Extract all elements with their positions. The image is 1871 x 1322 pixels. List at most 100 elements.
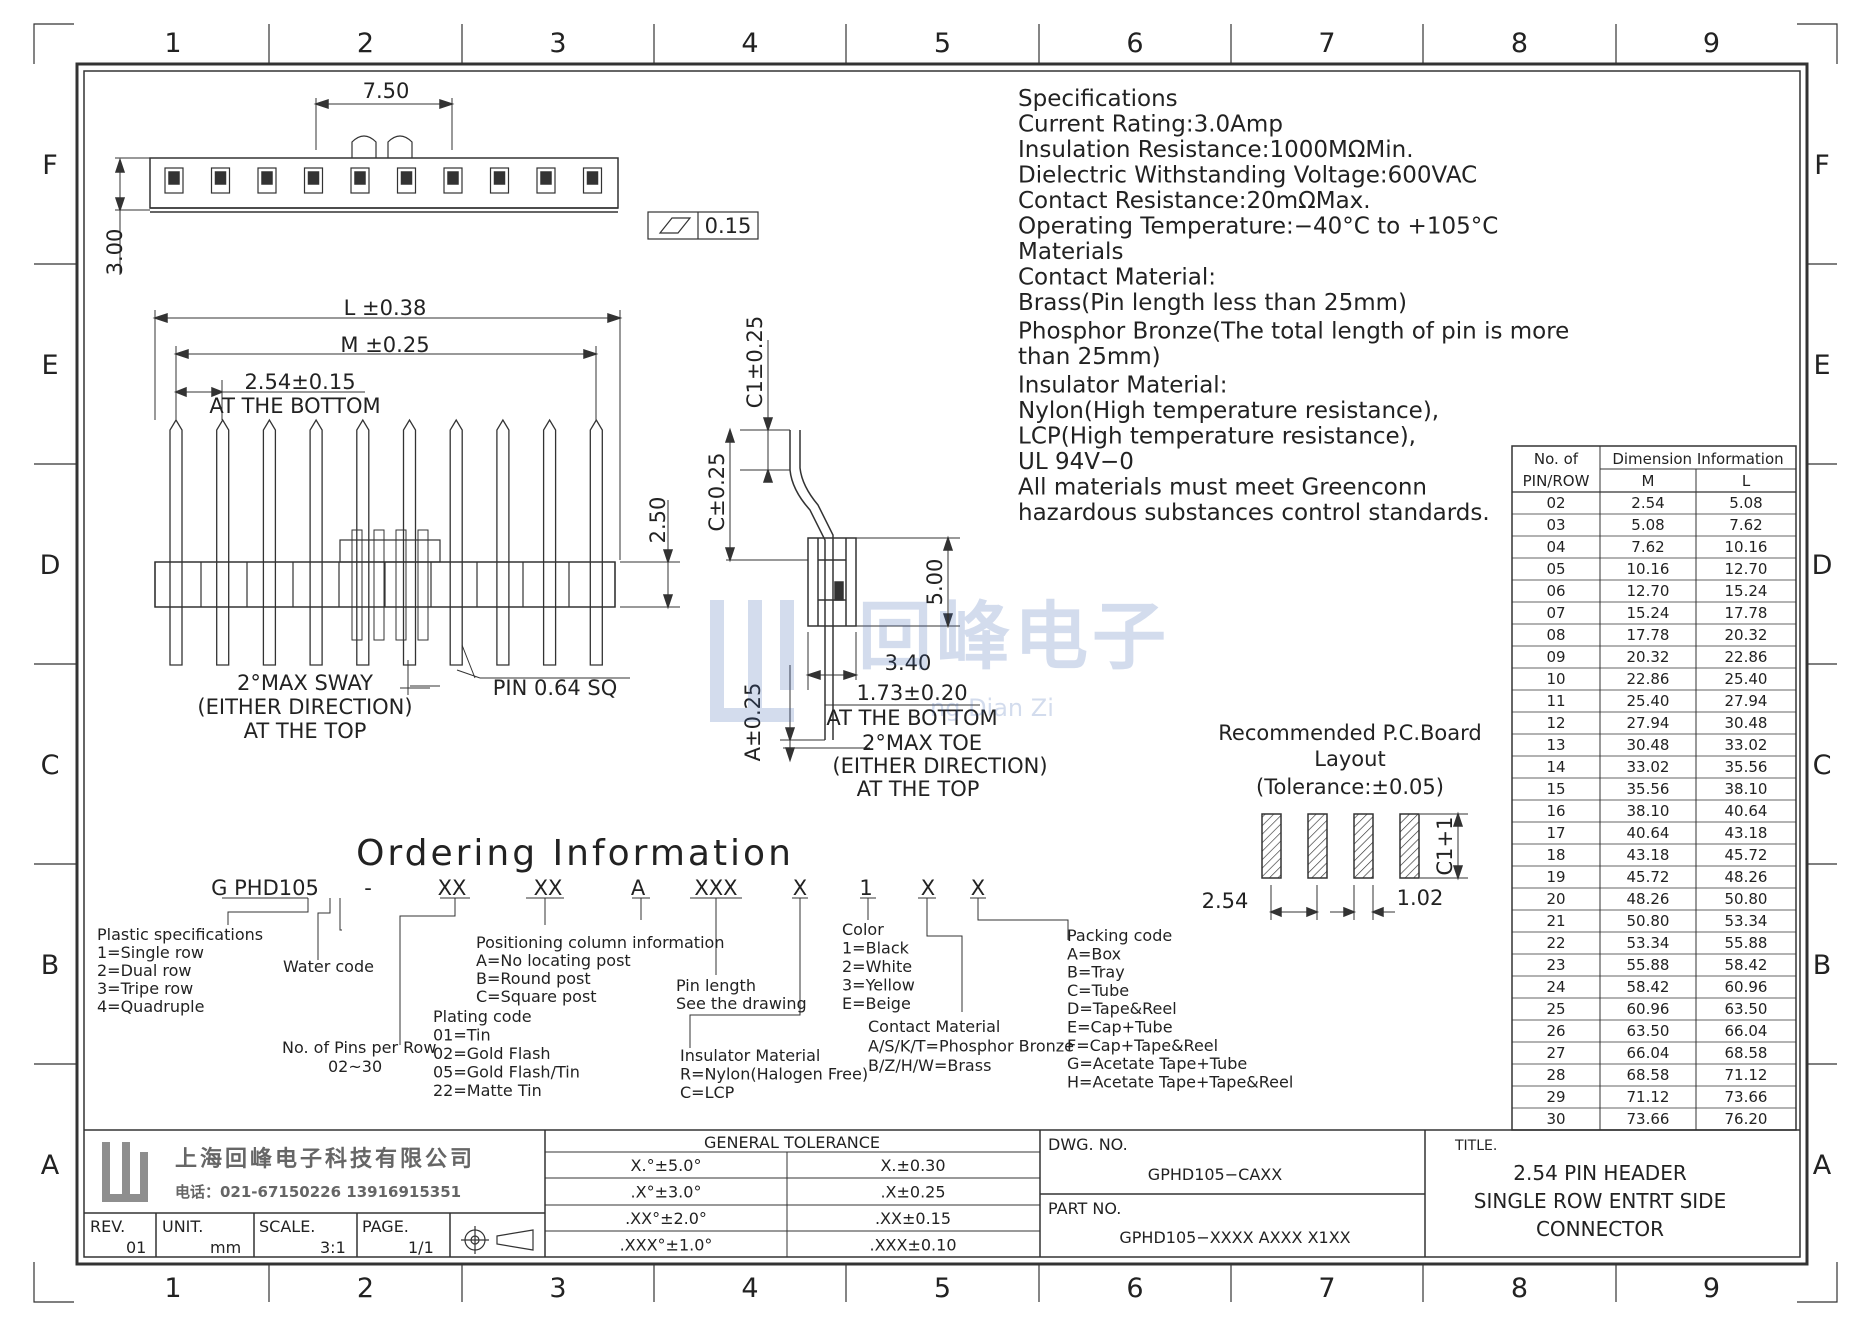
watermark-text: 回峰电子: [858, 594, 1170, 680]
table-cell-m: 48.26: [1627, 890, 1670, 908]
table-cell-l: 76.20: [1725, 1110, 1768, 1128]
table-cell-pins: 27: [1546, 1044, 1565, 1062]
table-cell-pins: 17: [1546, 824, 1565, 842]
table-cell-l: 20.32: [1725, 626, 1768, 644]
table-cell-m: 66.04: [1627, 1044, 1670, 1062]
plating-code-line: 01=Tin: [433, 1026, 491, 1045]
title-label: TITLE.: [1454, 1138, 1497, 1154]
plastic-spec-line: 3=Tripe row: [97, 979, 193, 998]
table-cell-m: 55.88: [1627, 956, 1670, 974]
positioning-line: A=No locating post: [476, 951, 631, 970]
table-cell-m: 63.50: [1627, 1022, 1670, 1040]
color-line: 3=Yellow: [842, 976, 915, 995]
title-line-1: 2.54 PIN HEADER: [1513, 1161, 1687, 1185]
company-logo: [102, 1142, 148, 1202]
table-cell-pins: 28: [1546, 1066, 1565, 1084]
pcb-title-2: Layout: [1314, 747, 1385, 771]
grid-col-top: 4: [741, 28, 758, 59]
spec-line: Insulation Resistance:1000MΩMin.: [1018, 137, 1414, 163]
color-line: 2=White: [842, 957, 912, 976]
color-line: 1=Black: [842, 939, 910, 958]
table-cell-m: 38.10: [1627, 802, 1670, 820]
watermark-logo: [710, 600, 794, 722]
company-phone: 电话：021-67150226 13916915351: [175, 1183, 461, 1201]
grid-row-right: B: [1813, 950, 1832, 981]
page-value: 1/1: [408, 1238, 434, 1257]
table-cell-l: 27.94: [1725, 692, 1768, 710]
ordering-title: Ordering Information: [356, 833, 794, 874]
grid-col-bottom: 3: [549, 1273, 566, 1304]
top-view: [114, 98, 759, 275]
color-line: E=Beige: [842, 994, 911, 1013]
table-cell-l: 55.88: [1725, 934, 1768, 952]
spec-line: Contact Material:: [1018, 265, 1216, 291]
table-cell-l: 12.70: [1725, 560, 1768, 578]
scale-value: 3:1: [320, 1238, 346, 1257]
packing-code-line: E=Cap+Tube: [1067, 1018, 1173, 1037]
spec-line: All materials must meet Greenconn: [1018, 475, 1427, 501]
table-cell-l: 63.50: [1725, 1000, 1768, 1018]
tolerance-linear: .X±0.25: [880, 1183, 945, 1202]
spec-line: Contact Resistance:20mΩMax.: [1018, 188, 1371, 214]
table-cell-m: 17.78: [1627, 626, 1670, 644]
table-cell-pins: 24: [1546, 978, 1565, 996]
table-cell-m: 5.08: [1631, 516, 1664, 534]
table-cell-pins: 05: [1546, 560, 1565, 578]
table-cell-l: 68.58: [1725, 1044, 1768, 1062]
table-cell-l: 45.72: [1725, 846, 1768, 864]
tolerance-angular: X.°±5.0°: [631, 1156, 702, 1175]
company-name: 上海回峰电子科技有限公司: [175, 1146, 475, 1172]
code-part: XX: [534, 876, 563, 900]
table-cell-l: 43.18: [1725, 824, 1768, 842]
grid-row-right: C: [1813, 750, 1832, 781]
table-header-l: L: [1742, 472, 1751, 490]
packing-code-line: G=Acetate Tape+Tube: [1067, 1054, 1247, 1073]
grid-col-bottom: 5: [934, 1273, 951, 1304]
insulator-line: Insulator Material: [680, 1046, 820, 1065]
plating-code-line: Plating code: [433, 1007, 532, 1026]
table-cell-m: 68.58: [1627, 1066, 1670, 1084]
table-header-dimension: Dimension Information: [1612, 450, 1783, 468]
packing-code-line: C=Tube: [1067, 981, 1129, 1000]
table-cell-pins: 13: [1546, 736, 1565, 754]
table-cell-pins: 18: [1546, 846, 1565, 864]
packing-code-line: Packing code: [1067, 926, 1172, 945]
table-cell-pins: 08: [1546, 626, 1565, 644]
grid-row-left: D: [40, 550, 61, 581]
grid-row-left: F: [42, 150, 58, 181]
spec-line: Materials: [1018, 239, 1123, 265]
table-cell-m: 35.56: [1627, 780, 1670, 798]
table-cell-l: 60.96: [1725, 978, 1768, 996]
pins-per-row-range: 02~30: [328, 1057, 382, 1076]
plastic-spec-line: Plastic specifications: [97, 925, 263, 944]
toe-line-3: AT THE TOP: [857, 777, 980, 801]
table-cell-m: 40.64: [1627, 824, 1670, 842]
front-pitch-note: AT THE BOTTOM: [209, 394, 380, 418]
watermark-latin: ng Dian Zi: [930, 694, 1054, 722]
table-cell-pins: 23: [1546, 956, 1565, 974]
sway-line-2: (EITHER DIRECTION): [197, 695, 412, 719]
contact-material-line: A/S/K/T=Phosphor Bronze: [868, 1037, 1074, 1056]
grid-col-top: 2: [357, 28, 374, 59]
table-header-pin-row: PIN/ROW: [1523, 472, 1590, 490]
spec-line: Dielectric Withstanding Voltage:600VAC: [1018, 163, 1477, 189]
side-c-dim: C±0.25: [705, 452, 729, 531]
grid-row-left: B: [41, 950, 60, 981]
table-cell-pins: 09: [1546, 648, 1565, 666]
